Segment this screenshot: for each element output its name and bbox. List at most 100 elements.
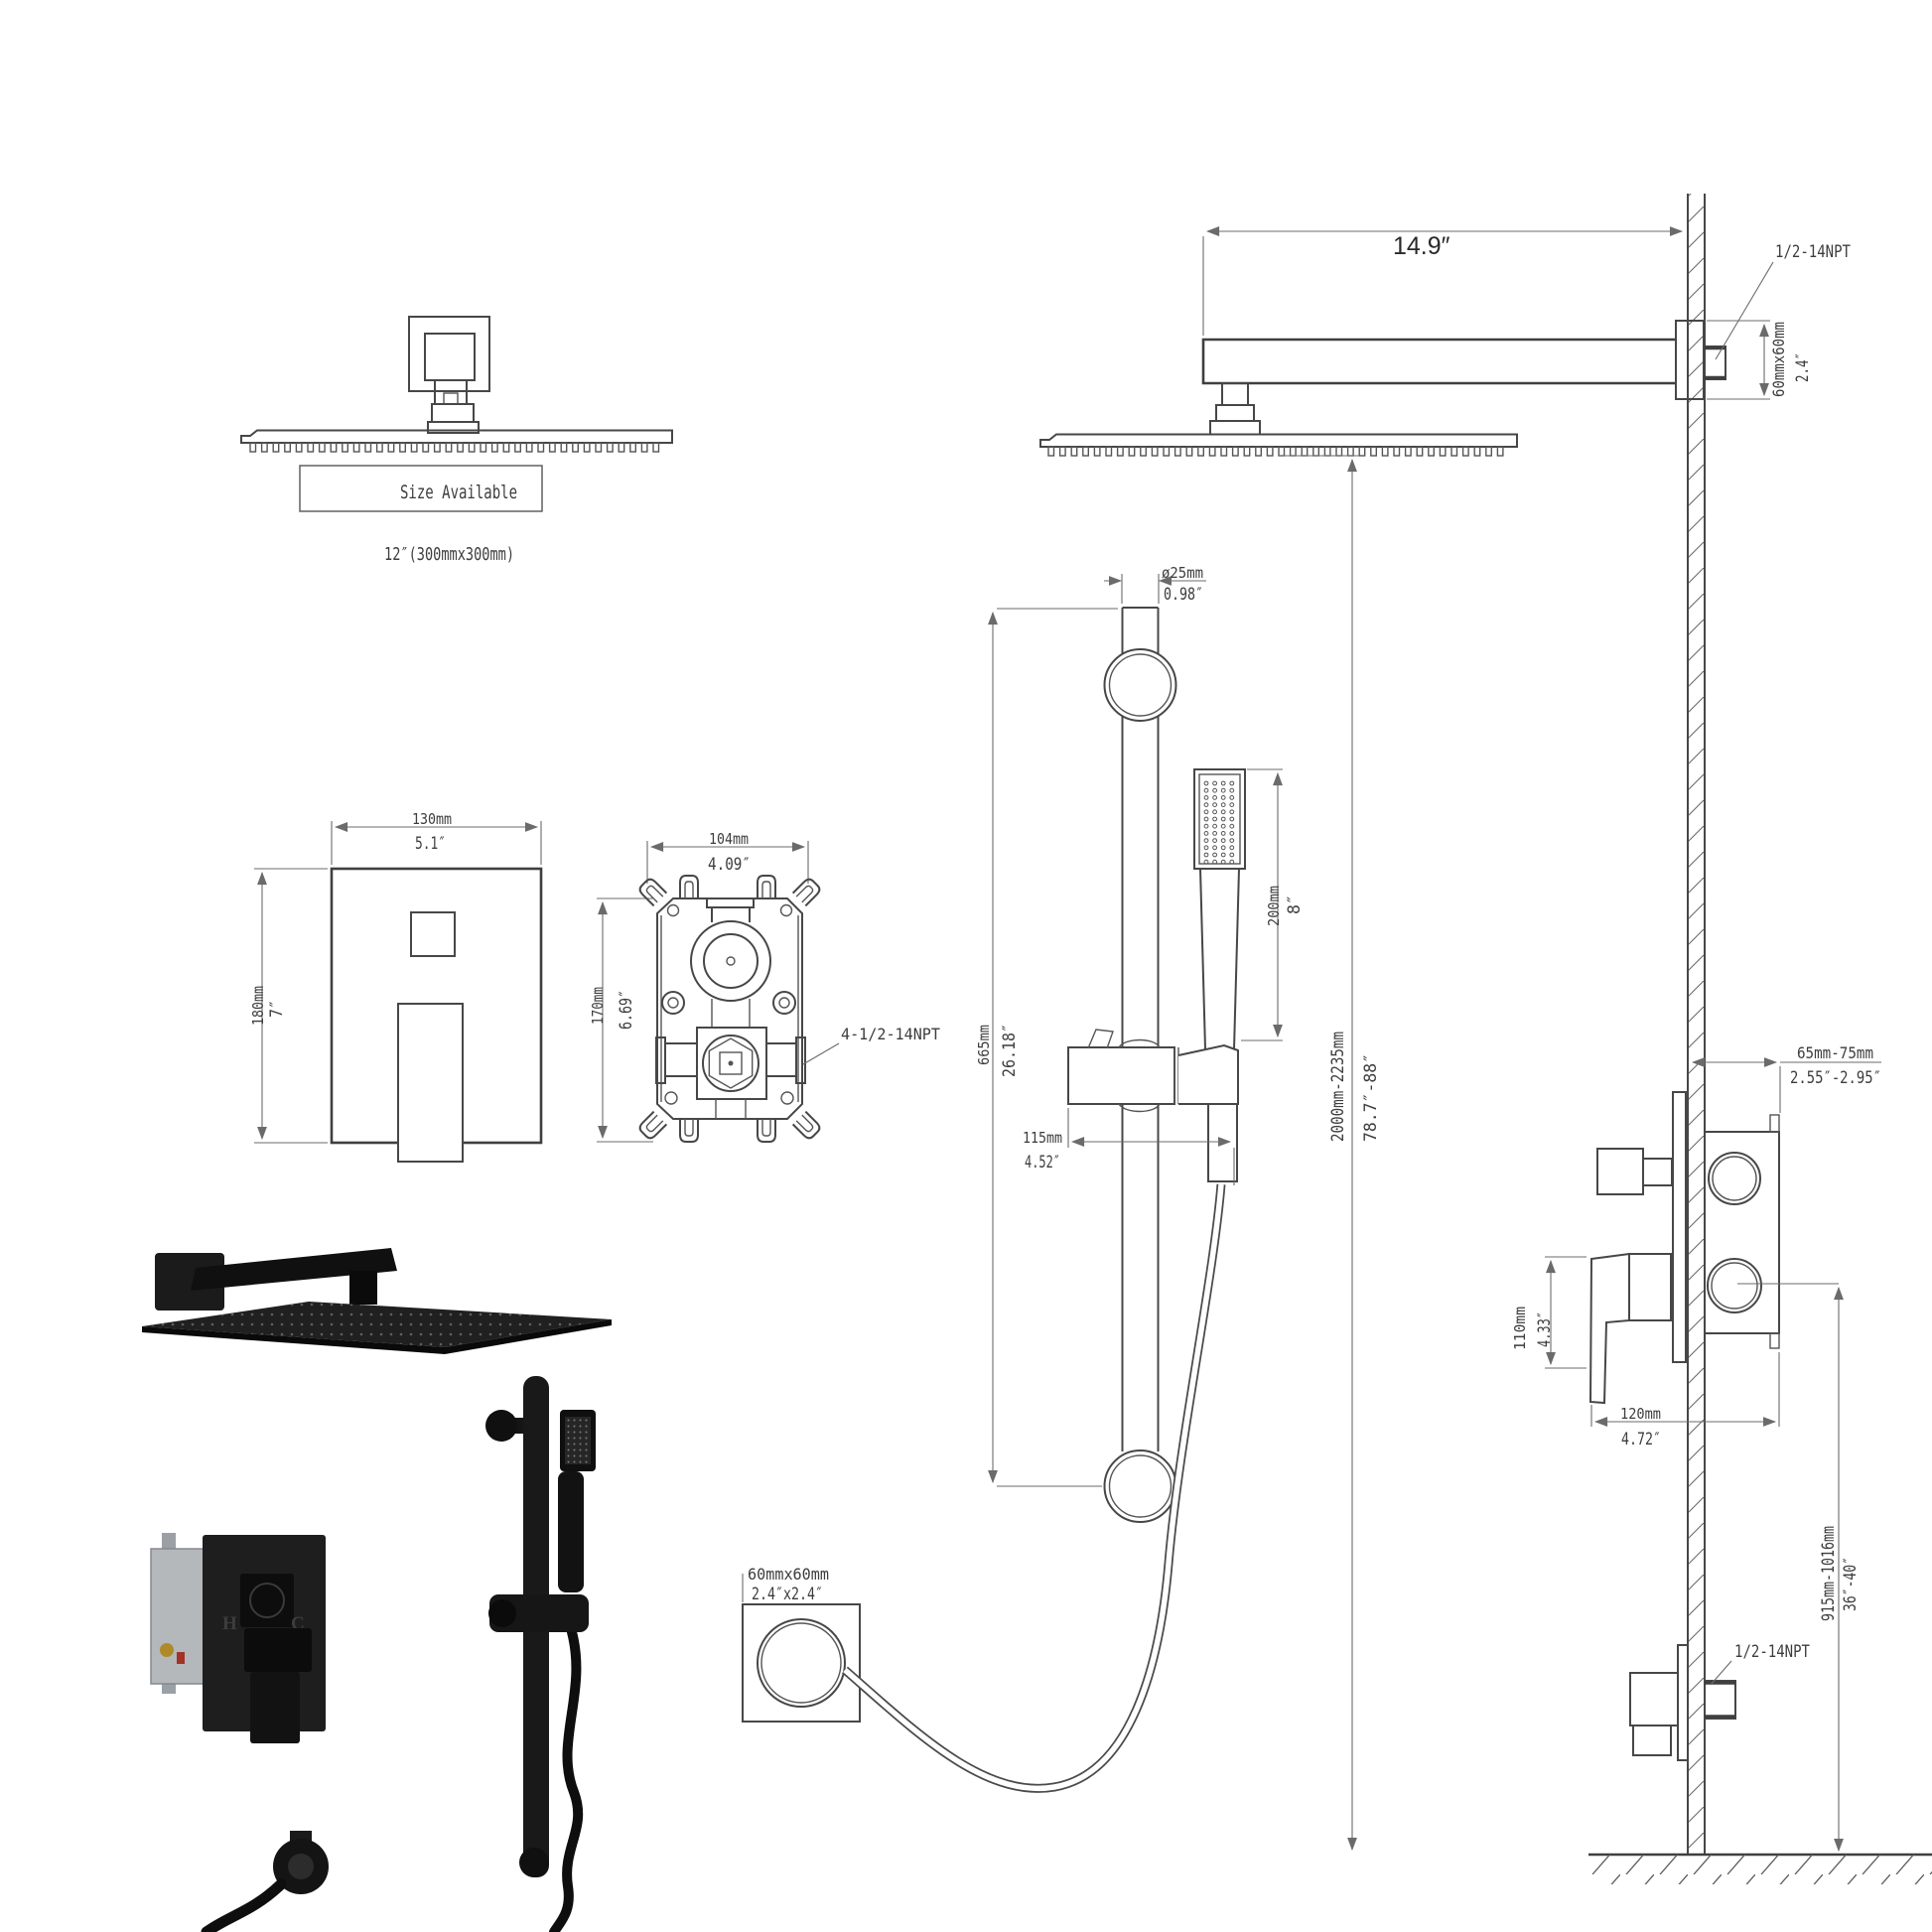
nozzle-dot bbox=[1203, 802, 1209, 807]
arm-nipple bbox=[1703, 345, 1726, 380]
nozzle-dot bbox=[1229, 838, 1235, 843]
nozzle-dot bbox=[1229, 780, 1235, 786]
arm-flange-label: 60mmx60mm bbox=[1769, 322, 1788, 397]
nozzle bbox=[295, 442, 303, 453]
nozzle bbox=[1439, 446, 1447, 457]
valve-height-label: 170mm bbox=[589, 987, 607, 1025]
photo-rain-head-nozzles bbox=[142, 1302, 612, 1347]
photo-ball-joint bbox=[349, 1271, 377, 1305]
cartridge-circle bbox=[702, 1035, 759, 1092]
nozzle-dot bbox=[1220, 802, 1226, 807]
mount-inner-square bbox=[424, 333, 476, 381]
photo-hose bbox=[549, 1627, 584, 1932]
nozzle bbox=[352, 442, 360, 453]
bar-top-knob-inner bbox=[1108, 653, 1173, 717]
nozzle bbox=[1070, 446, 1078, 457]
nozzle bbox=[260, 442, 268, 453]
head-joint-base bbox=[1209, 420, 1261, 436]
photo-slider-holder bbox=[489, 1594, 589, 1632]
nozzle-dot bbox=[1229, 787, 1235, 793]
nozzle bbox=[1105, 446, 1113, 457]
nozzle bbox=[490, 442, 498, 453]
photo-red-sticker bbox=[177, 1652, 185, 1664]
side-screw-boss-inner bbox=[667, 997, 679, 1009]
hot-label: H bbox=[222, 1613, 237, 1634]
nozzle-dot bbox=[1203, 831, 1209, 836]
nozzle-dot bbox=[1212, 787, 1217, 793]
nozzle bbox=[1461, 446, 1469, 457]
photo-handle-hub bbox=[244, 1628, 312, 1672]
nozzle bbox=[1289, 446, 1297, 457]
nozzle bbox=[1208, 446, 1216, 457]
nozzle-dot bbox=[1212, 838, 1217, 843]
photo-hand-shower-nozzles bbox=[565, 1417, 591, 1464]
trim-plate-drawing: 130mm 5.1″ 180mm 7″ bbox=[249, 810, 543, 1163]
height-range-label: 2000mm-2235mm bbox=[1328, 1032, 1348, 1142]
elbow-escutcheon-square bbox=[742, 1603, 861, 1723]
cradle-neck bbox=[1207, 1103, 1238, 1182]
supply-height-label: 915mm-1016mm bbox=[1819, 1526, 1839, 1621]
nozzle bbox=[652, 442, 660, 453]
nozzle bbox=[445, 442, 453, 453]
nozzle bbox=[1301, 446, 1309, 457]
nozzle-dot bbox=[1203, 816, 1209, 822]
trim-height-in-label: 7″ bbox=[267, 1000, 287, 1018]
bar-diameter-label: ø25mm bbox=[1162, 564, 1203, 582]
nozzle bbox=[307, 442, 315, 453]
valve-port-circle-inner bbox=[1711, 1262, 1758, 1310]
valve-port-circle-inner bbox=[1712, 1156, 1757, 1201]
nozzle bbox=[1151, 446, 1159, 457]
nozzle bbox=[1358, 446, 1366, 457]
size-available-label: Size Available bbox=[400, 482, 517, 503]
hand-shower-handle bbox=[1198, 868, 1241, 1050]
nozzle-dot bbox=[1212, 795, 1217, 800]
nozzle-row bbox=[249, 442, 660, 453]
nozzle bbox=[1173, 446, 1181, 457]
nozzle bbox=[1255, 446, 1263, 457]
nozzle bbox=[1416, 446, 1424, 457]
side-screw-boss-inner bbox=[778, 997, 790, 1009]
bar-length-label: 665mm bbox=[975, 1025, 993, 1065]
trim-height-label: 180mm bbox=[249, 986, 267, 1026]
height-range-in-label: 78.7″-88″ bbox=[1361, 1053, 1381, 1142]
nozzle bbox=[1450, 446, 1458, 457]
nozzle-dot bbox=[1203, 823, 1209, 829]
nozzle-dot bbox=[1203, 852, 1209, 858]
nozzle bbox=[1231, 446, 1239, 457]
bar-top-knob bbox=[1103, 648, 1177, 722]
shower-plate bbox=[240, 429, 673, 444]
holder-collar-bottom bbox=[1118, 1103, 1161, 1113]
shower-arm bbox=[1201, 338, 1676, 385]
nozzle bbox=[422, 442, 430, 453]
photo-bar-mount bbox=[485, 1410, 517, 1442]
leader-line bbox=[802, 1042, 840, 1065]
nozzle bbox=[342, 442, 348, 453]
screw-hole bbox=[666, 903, 680, 917]
nozzle-dot bbox=[1203, 859, 1209, 865]
arm-flange-in-label: 2.4″ bbox=[1793, 352, 1813, 382]
valve-width-side-in-label: 4.72″ bbox=[1621, 1430, 1661, 1449]
arm-thread-label: 1/2-14NPT bbox=[1775, 242, 1851, 262]
photo-holder-knob bbox=[488, 1599, 516, 1627]
nozzle bbox=[399, 442, 406, 453]
photo-hand-shower-handle bbox=[558, 1471, 584, 1592]
side-screw-boss bbox=[661, 991, 685, 1015]
mounting-tabs bbox=[638, 875, 821, 1143]
photo-elbow-port bbox=[288, 1854, 314, 1879]
nozzle-dot bbox=[1229, 809, 1235, 815]
rough-in-depth-in-label: 2.55″-2.95″ bbox=[1790, 1068, 1881, 1088]
nozzle bbox=[1185, 446, 1193, 457]
nozzle bbox=[1473, 446, 1481, 457]
nozzle bbox=[387, 442, 395, 453]
wall-section bbox=[1688, 194, 1705, 1855]
nozzle bbox=[410, 442, 418, 453]
nozzle-dot bbox=[1220, 787, 1226, 793]
elbow-size-label: 60mmx60mm bbox=[748, 1565, 829, 1584]
outlet-nipple bbox=[1704, 1680, 1736, 1720]
nozzle bbox=[548, 442, 556, 453]
cartridge-housing bbox=[696, 1027, 767, 1100]
holder-cradle bbox=[1177, 1043, 1239, 1105]
nozzle bbox=[1428, 446, 1436, 457]
nozzle-row bbox=[1047, 446, 1504, 457]
